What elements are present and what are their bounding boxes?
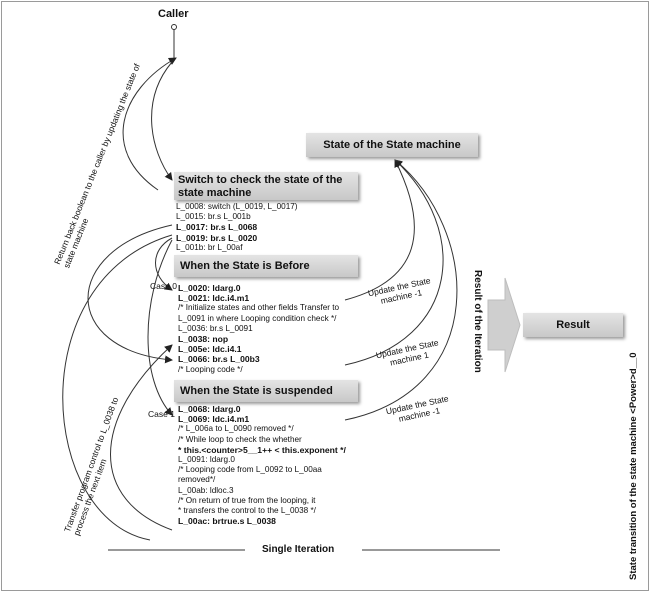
switch-code-line: L_0008: switch (L_0019, L_0017)	[176, 202, 298, 211]
before-code-line: L_0020: ldarg.0	[178, 283, 241, 293]
result-arrow	[487, 277, 521, 373]
suspended-code-line: * transfers the control to the L_0038 */	[178, 506, 316, 516]
caller-label: Caller	[158, 8, 189, 20]
suspended-code-line: L_0068: ldarg.0	[178, 404, 241, 414]
result-box: Result	[523, 313, 623, 337]
loop-arrow-1	[87, 224, 173, 364]
update-arrow-1	[344, 159, 415, 301]
before-code-line: L_0021: ldc.i4.m1	[178, 293, 250, 304]
switch-code-line: L_0017: br.s L_0068	[176, 222, 258, 233]
caller-to-switch-arrow	[151, 61, 173, 181]
suspended-code-line: /* Looping code from L_0092 to L_00aa	[178, 465, 322, 475]
result-of-iteration-label: Result of the Iteration	[472, 270, 483, 373]
suspended-code-line: /* L_006a to L_0090 removed */	[178, 424, 294, 434]
switch-box: Switch to check the state of the state m…	[174, 172, 358, 200]
state-suspended-box: When the State is suspended	[174, 380, 358, 402]
state-machine-box: State of the State machine	[306, 133, 478, 157]
before-code-line: L_0091 in where Looping condition check …	[178, 313, 337, 323]
state-before-box: When the State is Before	[174, 255, 358, 277]
before-code-line: L_005e: ldc.i4.1	[178, 344, 242, 355]
suspended-code-line: L_0069: ldc.i4.m1	[178, 414, 250, 425]
state-transition-label: State transition of the state machine <P…	[628, 352, 639, 580]
return-arrow	[122, 57, 177, 191]
suspended-code-line: L_0091: ldarg.0	[178, 455, 235, 465]
suspended-code-line: L_00ab: ldloc.3	[178, 485, 234, 495]
transfer-arrow	[110, 344, 173, 531]
case0-arrow	[155, 237, 173, 291]
update-arrow-2	[344, 159, 444, 366]
case0-label: Case 0	[150, 281, 177, 291]
case1-label: Case 1	[148, 409, 175, 419]
single-iteration-label: Single Iteration	[262, 544, 335, 555]
loop-arrow-2	[62, 234, 173, 541]
before-code-line: L_0066: br.s L_00b3	[178, 354, 260, 365]
switch-code-line: L_0015: br.s L_001b	[176, 212, 251, 222]
caller-node	[171, 24, 177, 30]
suspended-code-line: removed*/	[178, 475, 216, 485]
suspended-code-line: * this.<counter>5__1++ < this.exponent *…	[178, 444, 346, 455]
suspended-code-line: L_00ac: brtrue.s L_0038	[178, 516, 276, 527]
suspended-code-line: /* While loop to check the whether	[178, 434, 302, 444]
update-arrow-3	[344, 159, 458, 421]
suspended-code-line: /* On return of true from the looping, i…	[178, 495, 316, 505]
before-code-line: L_0036: br.s L_0091	[178, 323, 253, 333]
before-code-line: L_0038: nop	[178, 334, 229, 345]
before-code-line: /* Initialize states and other fields Tr…	[178, 303, 340, 313]
switch-code-line: L_0019: br.s L_0020	[176, 232, 258, 243]
switch-code-line: L_001b: br L_00af	[176, 242, 243, 252]
switch-code: L_0008: switch (L_0019, L_0017)L_0015: b…	[176, 202, 298, 253]
before-code-line: /* Looping code */	[178, 364, 243, 374]
case1-arrow	[147, 239, 173, 416]
